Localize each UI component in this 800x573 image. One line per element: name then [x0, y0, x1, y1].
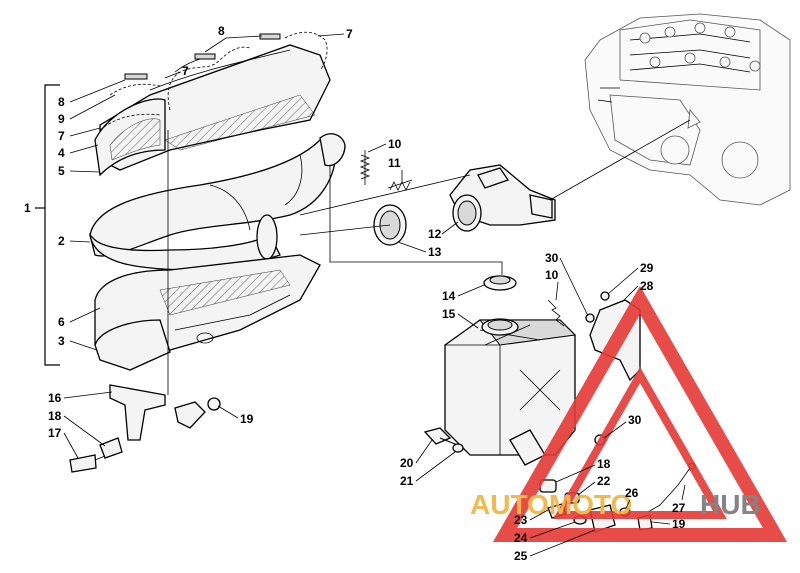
- callout-21: 21: [400, 474, 414, 488]
- callout-14: 14: [442, 289, 456, 303]
- callout-30: 30: [628, 413, 642, 427]
- callout-19: 19: [240, 412, 254, 426]
- bracket-lower-left: [69, 384, 221, 473]
- callout-7: 7: [346, 27, 353, 41]
- callout-1: 1: [24, 201, 31, 215]
- engine-block: [584, 13, 791, 206]
- grommet-14: [483, 275, 517, 291]
- callout-2: 2: [58, 234, 65, 248]
- callout-4: 4: [58, 146, 65, 160]
- callout-18: 18: [597, 457, 611, 471]
- callout-8: 8: [218, 24, 225, 38]
- watermark-text-automoto: AUTOMOTO: [470, 489, 632, 520]
- callout-17: 17: [48, 426, 62, 440]
- callout-12: 12: [428, 227, 442, 241]
- callout-24: 24: [514, 531, 528, 545]
- callout-22: 22: [597, 474, 611, 488]
- watermark-text-hub: HUB: [700, 489, 761, 520]
- muffler-pipe: [89, 133, 346, 271]
- callout-6: 6: [58, 315, 65, 329]
- assembly-bracket-1: [35, 84, 60, 366]
- callout-18: 18: [48, 409, 62, 423]
- callout-5: 5: [58, 164, 65, 178]
- callout-25: 25: [514, 549, 528, 563]
- callout-9: 9: [58, 112, 65, 126]
- callout-30: 30: [545, 251, 559, 265]
- muffler-lower: [94, 254, 321, 371]
- callout-13: 13: [428, 245, 442, 259]
- spring-10-upper: [359, 150, 413, 191]
- assembly-lines: [167, 119, 691, 395]
- callout-11: 11: [388, 156, 401, 170]
- callout-15: 15: [442, 307, 456, 321]
- callout-19: 19: [672, 517, 686, 531]
- callout-26: 26: [625, 486, 639, 500]
- resonator-box: [444, 318, 577, 466]
- callout-16: 16: [48, 391, 62, 405]
- callout-3: 3: [58, 334, 65, 348]
- springs-top: [99, 31, 328, 131]
- muffler-upper: [94, 44, 331, 177]
- callout-7: 7: [58, 129, 65, 143]
- callout-29: 29: [640, 261, 654, 275]
- callout-8: 8: [58, 95, 65, 109]
- callout-20: 20: [400, 456, 414, 470]
- bolt-20: [423, 427, 464, 453]
- callout-10: 10: [545, 268, 559, 282]
- exhaust-manifold: [449, 164, 556, 232]
- callout-7: 7: [182, 64, 189, 78]
- callout-10: 10: [388, 137, 402, 151]
- watermark-logo: AUTOMOTO HUB: [470, 285, 788, 542]
- callout-28: 28: [640, 279, 654, 293]
- callout-labels: 8 7 7 8 9 7 4 5 1 2 6 3 16: [24, 24, 686, 563]
- callout-27: 27: [672, 501, 686, 515]
- callout-23: 23: [514, 513, 528, 527]
